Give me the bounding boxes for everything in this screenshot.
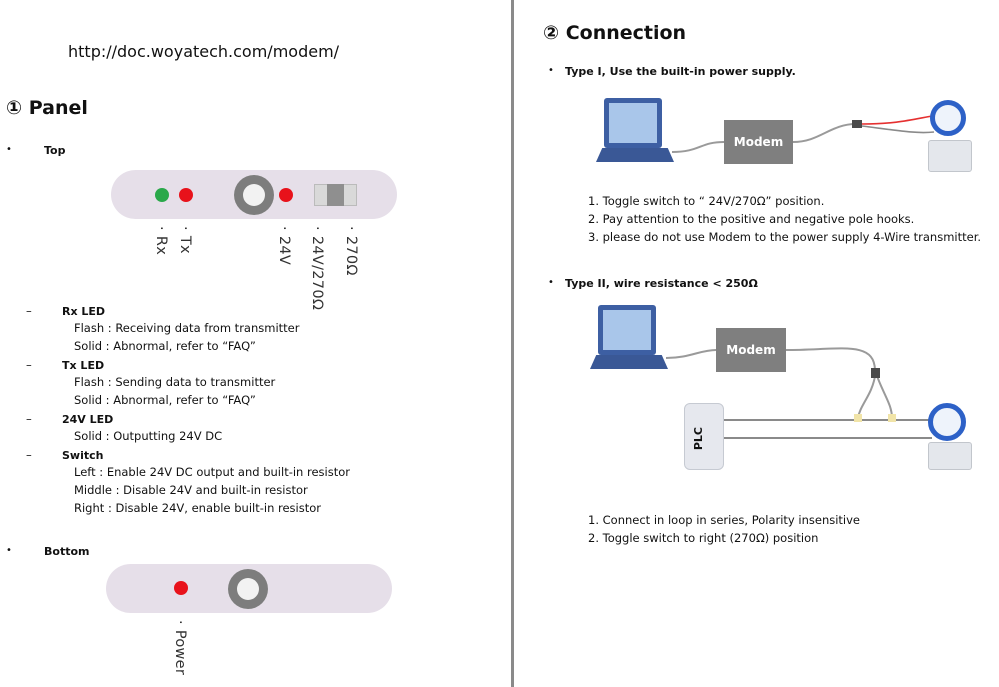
transmitter-body bbox=[928, 140, 972, 172]
laptop-keyboard bbox=[590, 355, 668, 369]
rx-line-1: Flash : Receiving data from transmitter bbox=[74, 321, 300, 335]
switch-line-2: Middle : Disable 24V and built-in resist… bbox=[74, 483, 308, 497]
modem-box: Modem bbox=[716, 328, 786, 372]
laptop-keyboard bbox=[596, 148, 674, 162]
plc-label: PLC bbox=[692, 427, 705, 451]
panel-title: ① Panel bbox=[6, 97, 88, 119]
page-divider bbox=[511, 0, 514, 687]
switch-title: Switch bbox=[62, 449, 104, 462]
tx-line-1: Flash : Sending data to transmitter bbox=[74, 375, 276, 389]
rx-led-title: Rx LED bbox=[62, 305, 106, 318]
24v-led-title: 24V LED bbox=[62, 413, 114, 426]
transmitter-icon bbox=[930, 100, 966, 136]
bullet-dot: • bbox=[6, 545, 12, 556]
type1-step-2: 2. Pay attention to the positive and neg… bbox=[588, 212, 915, 226]
plc-box bbox=[684, 403, 724, 470]
knob-connector bbox=[234, 175, 274, 215]
connection-title: ② Connection bbox=[543, 22, 687, 44]
type1-step-1: 1. Toggle switch to “ 24V/270Ω” position… bbox=[588, 194, 825, 208]
knob-connector bbox=[228, 569, 268, 609]
bullet-dot: • bbox=[548, 65, 554, 76]
bullet-dot: • bbox=[548, 277, 554, 288]
dash: – bbox=[26, 448, 32, 462]
switch-line-3: Right : Disable 24V, enable built-in res… bbox=[74, 501, 322, 515]
switch-line-1: Left : Enable 24V DC output and built-in… bbox=[74, 465, 350, 479]
tx-led bbox=[179, 188, 193, 202]
switch-slider bbox=[327, 184, 344, 206]
rx-led bbox=[155, 188, 169, 202]
modem-box: Modem bbox=[724, 120, 793, 164]
bullet-dot: • bbox=[6, 144, 12, 155]
rx-label: · Rx bbox=[153, 226, 169, 256]
laptop-screen bbox=[603, 310, 651, 350]
bottom-label: Bottom bbox=[44, 545, 90, 558]
top-label: Top bbox=[44, 144, 66, 157]
doc-url[interactable]: http://doc.woyatech.com/modem/ bbox=[68, 42, 340, 61]
type2-step-2: 2. Toggle switch to right (270Ω) positio… bbox=[588, 531, 819, 545]
laptop-screen bbox=[609, 103, 657, 143]
tx-label: · Tx bbox=[177, 226, 193, 254]
24v-270-label: · 24V/270Ω bbox=[309, 226, 325, 311]
tx-led-title: Tx LED bbox=[62, 359, 105, 372]
24v-led bbox=[279, 188, 293, 202]
24v-line-1: Solid : Outputting 24V DC bbox=[74, 429, 223, 443]
dash: – bbox=[26, 304, 32, 318]
type2-heading: Type II, wire resistance < 250Ω bbox=[565, 277, 758, 290]
270-label: · 270Ω bbox=[343, 226, 359, 276]
dash: – bbox=[26, 412, 32, 426]
power-led bbox=[174, 581, 188, 595]
dash: – bbox=[26, 358, 32, 372]
transmitter-icon bbox=[928, 403, 966, 441]
rx-line-2: Solid : Abnormal, refer to “FAQ” bbox=[74, 339, 256, 353]
24v-label: · 24V bbox=[276, 226, 292, 266]
type1-heading: Type I, Use the built-in power supply. bbox=[565, 65, 796, 78]
transmitter-body bbox=[928, 442, 972, 470]
power-label: · Power bbox=[172, 620, 188, 676]
type1-step-3: 3. please do not use Modem to the power … bbox=[588, 230, 982, 244]
tx-line-2: Solid : Abnormal, refer to “FAQ” bbox=[74, 393, 256, 407]
type2-step-1: 1. Connect in loop in series, Polarity i… bbox=[588, 513, 861, 527]
